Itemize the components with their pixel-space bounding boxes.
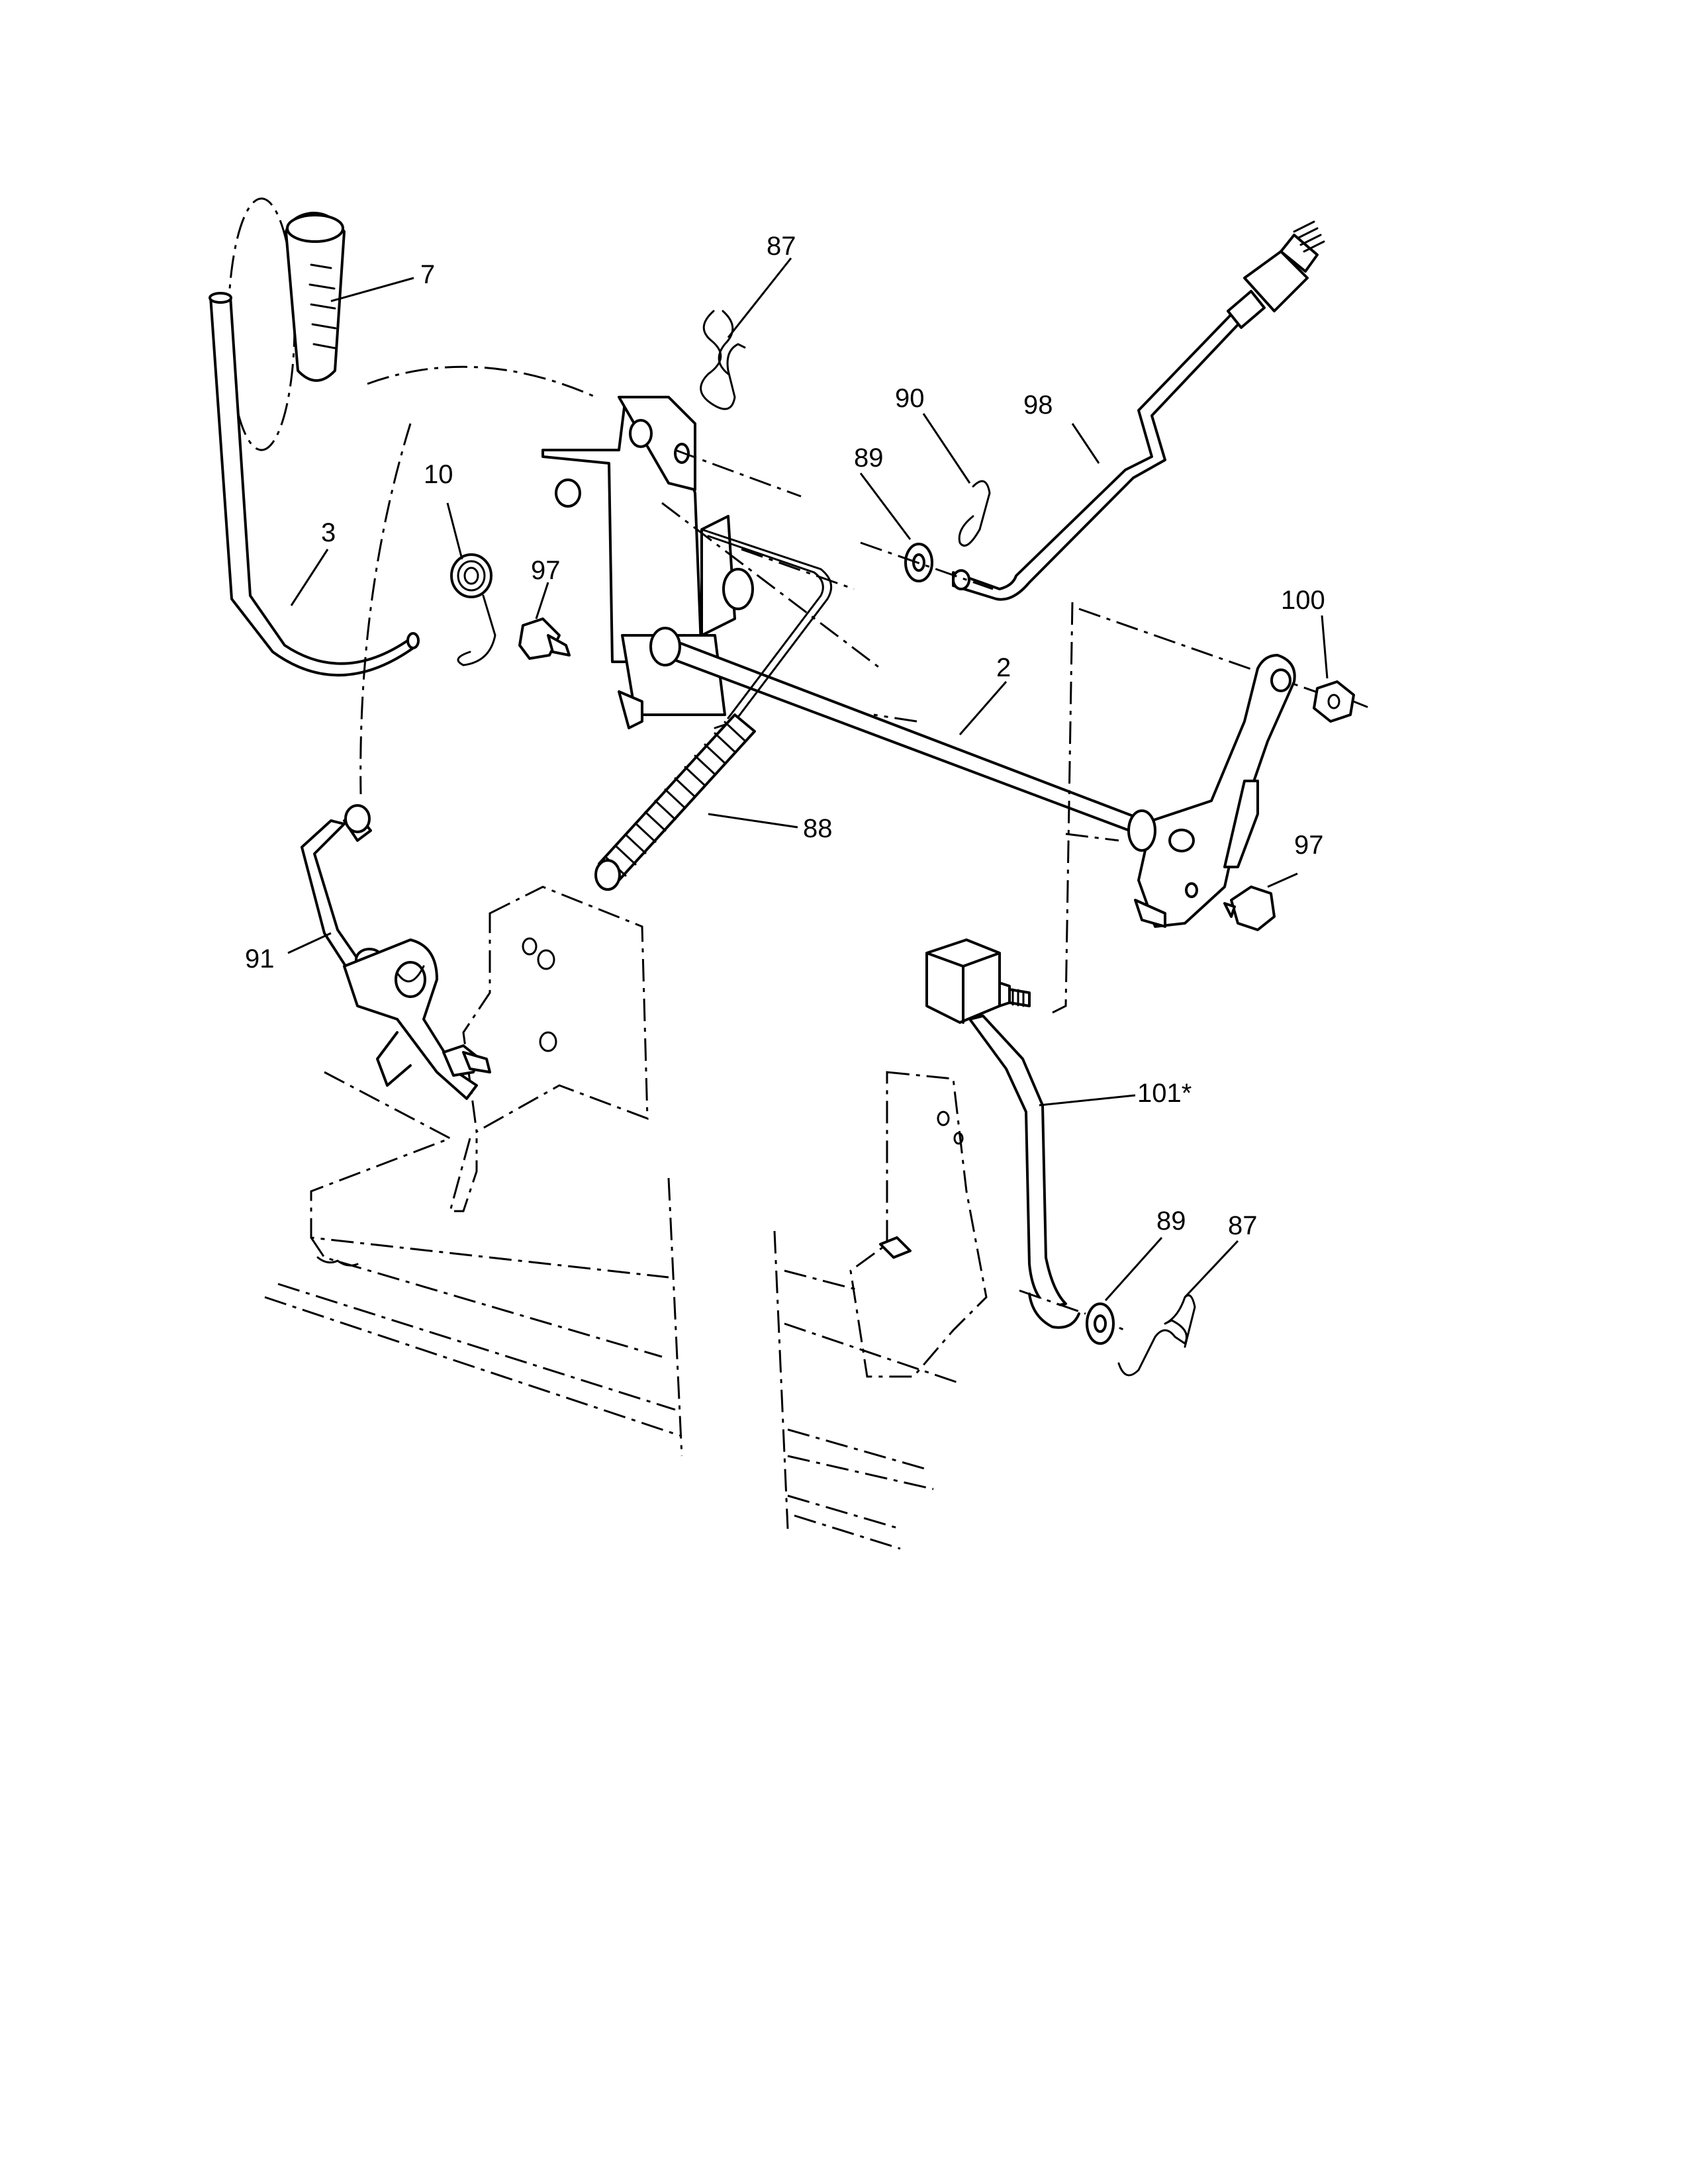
adjustment-rod-part xyxy=(952,220,1325,601)
hex-bolt-right-part xyxy=(1223,886,1276,931)
deck-bracket-right xyxy=(849,1071,988,1378)
cotter-clip-part xyxy=(958,480,991,547)
callout-3: 3 xyxy=(321,518,336,547)
callout-90: 90 xyxy=(895,384,925,413)
callout-7: 7 xyxy=(420,260,435,289)
callout-100: 100 xyxy=(1281,586,1325,615)
callout-89-bottom: 89 xyxy=(1156,1206,1186,1236)
lift-link-rod-part xyxy=(301,804,491,1100)
hairpin-clip-top-part xyxy=(700,310,746,410)
handle-grip-part xyxy=(227,197,346,451)
washer-bottom-part xyxy=(1086,1302,1115,1345)
deck-outline-right xyxy=(773,1230,961,1550)
callout-97-left: 97 xyxy=(531,556,561,585)
callout-labels: 7 87 90 98 89 10 3 97 100 2 88 97 91 101… xyxy=(245,232,1325,1240)
mounting-bracket-part xyxy=(541,396,754,729)
lift-arm-right-part xyxy=(1127,654,1296,928)
lift-handle-rod-part xyxy=(209,292,420,676)
deck-bracket-left xyxy=(449,886,649,1212)
callout-98: 98 xyxy=(1023,390,1053,420)
callout-87-top: 87 xyxy=(767,232,796,261)
assembly-path-line xyxy=(359,365,596,795)
callout-89-top: 89 xyxy=(854,443,884,473)
callout-88: 88 xyxy=(803,814,833,843)
callout-87-bottom: 87 xyxy=(1228,1211,1258,1240)
front-link-rod-part xyxy=(925,938,1080,1329)
wire-bail-part xyxy=(700,528,833,729)
callout-91: 91 xyxy=(245,944,275,974)
deck-outline-left xyxy=(264,1071,683,1457)
alignment-lines xyxy=(661,449,917,723)
callout-97-right: 97 xyxy=(1294,831,1324,860)
hex-nut-part xyxy=(1313,680,1368,723)
torsion-spring-part xyxy=(450,553,496,666)
hex-bolt-left-part xyxy=(518,617,571,660)
callout-2: 2 xyxy=(996,653,1011,682)
callout-10: 10 xyxy=(424,460,453,489)
leader-lines xyxy=(287,257,1329,1302)
extension-spring-part xyxy=(594,713,756,891)
hairpin-clip-bottom-part xyxy=(1117,1294,1196,1377)
callout-101: 101* xyxy=(1137,1079,1192,1108)
